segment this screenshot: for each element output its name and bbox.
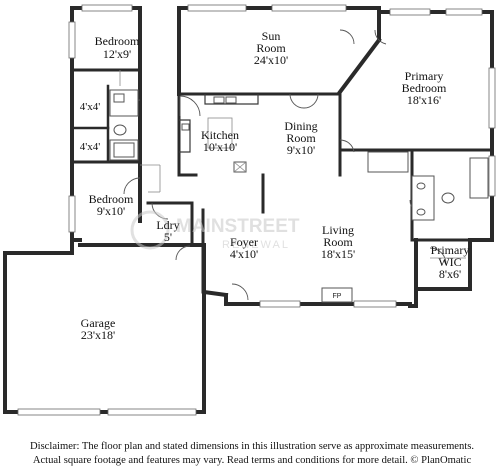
dining-room-name-1: Dining xyxy=(284,119,317,133)
foyer-name: Foyer xyxy=(230,235,258,249)
living-room-name-2: Room xyxy=(323,235,353,249)
interior-walls xyxy=(70,68,494,294)
watermark: MAINSTREET RENEWAL xyxy=(130,210,300,251)
disclaimer: Disclaimer: The floor plan and stated di… xyxy=(0,440,504,468)
fireplace-label: FP xyxy=(333,293,342,300)
disclaimer-line-1: Disclaimer: The floor plan and stated di… xyxy=(29,441,475,452)
primary-bedroom-dims: 18'x16' xyxy=(407,93,441,107)
fireplace: FP xyxy=(321,287,353,303)
kitchen-dims: 10'x10' xyxy=(203,140,237,154)
bedroom-sw-dims: 9'x10' xyxy=(97,204,125,218)
primary-bedroom-name-2: Bedroom xyxy=(402,81,447,95)
disclaimer-line-2: Actual square footage and features may v… xyxy=(32,455,472,466)
garage-dims: 23'x18' xyxy=(81,328,115,342)
floor-plan: FP MAINSTREET RENEWAL Bedroom 12'x9' Sun… xyxy=(3,4,496,416)
watermark-sub: RENEWAL xyxy=(222,239,290,251)
laundry-name: Ldry xyxy=(156,218,179,232)
dining-room-name-2: Room xyxy=(286,131,316,145)
bedroom-nw-name: Bedroom xyxy=(95,34,140,48)
primary-wic-dims: 8'x6' xyxy=(439,267,461,281)
bedroom-nw-dims: 12'x9' xyxy=(103,47,131,61)
sun-room-name-2: Room xyxy=(256,41,286,55)
sun-room-dims: 24'x10' xyxy=(254,53,288,67)
bath-1-dims: 4'x4' xyxy=(80,101,100,113)
living-room-name-1: Living xyxy=(322,223,354,237)
garage-name: Garage xyxy=(81,316,116,330)
dining-room-dims: 9'x10' xyxy=(287,143,315,157)
bath-fixtures xyxy=(109,89,489,221)
laundry-dims: 5' xyxy=(164,230,172,244)
closets xyxy=(119,70,466,259)
kitchen-fixtures xyxy=(179,94,259,173)
bedroom-sw-name: Bedroom xyxy=(89,192,134,206)
primary-wic-name-2: WIC xyxy=(438,255,461,269)
primary-wic-name-1: Primary xyxy=(431,243,470,257)
windows xyxy=(17,4,496,416)
kitchen-name: Kitchen xyxy=(201,128,239,142)
sun-room-name-1: Sun xyxy=(262,29,281,43)
living-room-dims: 18'x15' xyxy=(321,247,355,261)
room-labels: Bedroom 12'x9' Sun Room 24'x10' Primary … xyxy=(80,29,470,342)
primary-bedroom-name-1: Primary xyxy=(405,69,444,83)
watermark-brand: MAINSTREET xyxy=(176,216,300,237)
foyer-dims: 4'x10' xyxy=(230,247,258,261)
bath-2-dims: 4'x4' xyxy=(80,141,100,153)
